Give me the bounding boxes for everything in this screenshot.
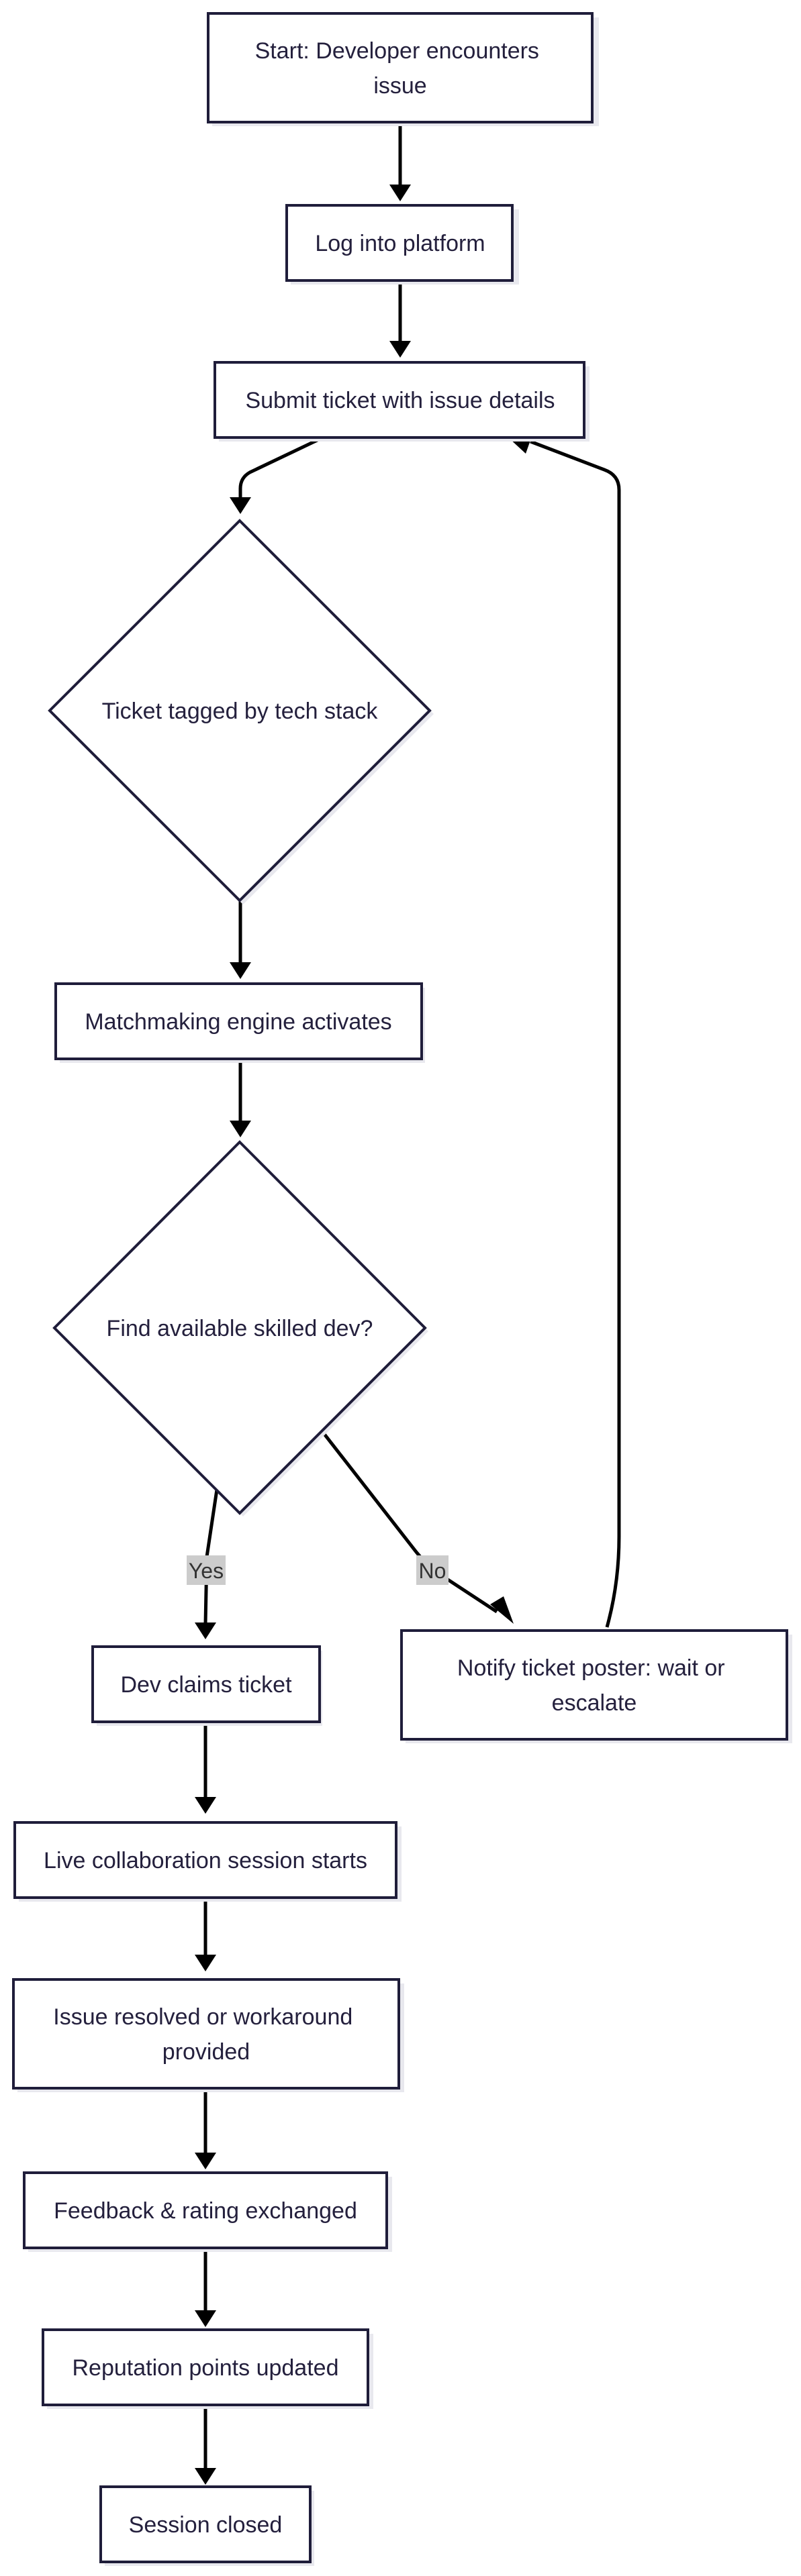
arrowhead-tagged: [230, 497, 251, 514]
node-start-line-1: Start: Developer encounters: [255, 38, 539, 64]
arrowhead-matchmaking: [230, 962, 251, 979]
node-submit-label: Submit ticket with issue details: [245, 388, 555, 413]
arrowhead-closed: [195, 2468, 216, 2485]
node-reputation-label: Reputation points updated: [73, 2355, 339, 2381]
node-live-session: Live collaboration session starts: [13, 1821, 402, 1902]
arrowhead-feedback: [195, 2153, 216, 2169]
node-feedback: Feedback & rating exchanged: [23, 2171, 392, 2252]
arrowhead-reputation: [195, 2310, 216, 2327]
node-notify-line-2: escalate: [552, 1690, 637, 1716]
node-claims-label: Dev claims ticket: [120, 1672, 292, 1698]
node-notify-line-1: Notify ticket poster: wait or: [457, 1655, 725, 1681]
arrowhead-notify: [490, 1596, 514, 1624]
node-login-label: Log into platform: [315, 231, 485, 256]
node-live-session-label: Live collaboration session starts: [44, 1848, 367, 1873]
node-start: Start: Developer encounters issue: [207, 12, 599, 126]
node-find-dev-label: Find available skilled dev?: [107, 1316, 373, 1341]
arrowhead-claims: [195, 1622, 216, 1639]
node-tagged: Ticket tagged by tech stack: [48, 519, 434, 905]
arrowhead-submit: [389, 341, 411, 358]
edge-label-no-text: No: [419, 1559, 446, 1583]
edge-submit-to-tagged: [238, 435, 324, 500]
edge-label-yes-text: Yes: [189, 1559, 224, 1583]
node-notify: Notify ticket poster: wait or escalate: [400, 1629, 792, 1743]
arrowhead-login: [389, 185, 411, 201]
node-matchmaking-label: Matchmaking engine activates: [85, 1009, 391, 1035]
node-resolved-line-1: Issue resolved or workaround: [53, 2004, 352, 2030]
arrowhead-live: [195, 1797, 216, 1814]
node-submit: Submit ticket with issue details: [214, 361, 590, 442]
node-start-line-2: issue: [373, 73, 426, 99]
node-tagged-label: Ticket tagged by tech stack: [102, 699, 379, 724]
node-claims: Dev claims ticket: [91, 1645, 322, 1726]
node-notify-label: Notify ticket poster: wait or escalate: [457, 1655, 731, 1716]
node-start-label: Start: Developer encounters issue: [255, 38, 546, 99]
node-matchmaking: Matchmaking engine activates: [54, 982, 425, 1063]
edge-label-no: No: [416, 1555, 449, 1585]
arrowhead-find-dev: [230, 1121, 251, 1137]
edge-label-yes: Yes: [187, 1555, 226, 1585]
node-find-dev: Find available skilled dev?: [52, 1140, 428, 1516]
node-resolved: Issue resolved or workaround provided: [12, 1978, 404, 2092]
node-closed: Session closed: [99, 2485, 314, 2566]
node-resolved-label: Issue resolved or workaround provided: [53, 2004, 359, 2065]
node-feedback-label: Feedback & rating exchanged: [54, 2198, 357, 2224]
node-reputation: Reputation points updated: [42, 2328, 373, 2409]
node-login: Log into platform: [285, 204, 519, 285]
node-resolved-line-2: provided: [162, 2039, 250, 2065]
arrowhead-resolved: [195, 1955, 216, 1971]
edge-find-dev-no: [320, 1429, 498, 1614]
node-closed-label: Session closed: [129, 2512, 283, 2538]
edge-notify-loop-to-submit: [530, 440, 621, 1628]
